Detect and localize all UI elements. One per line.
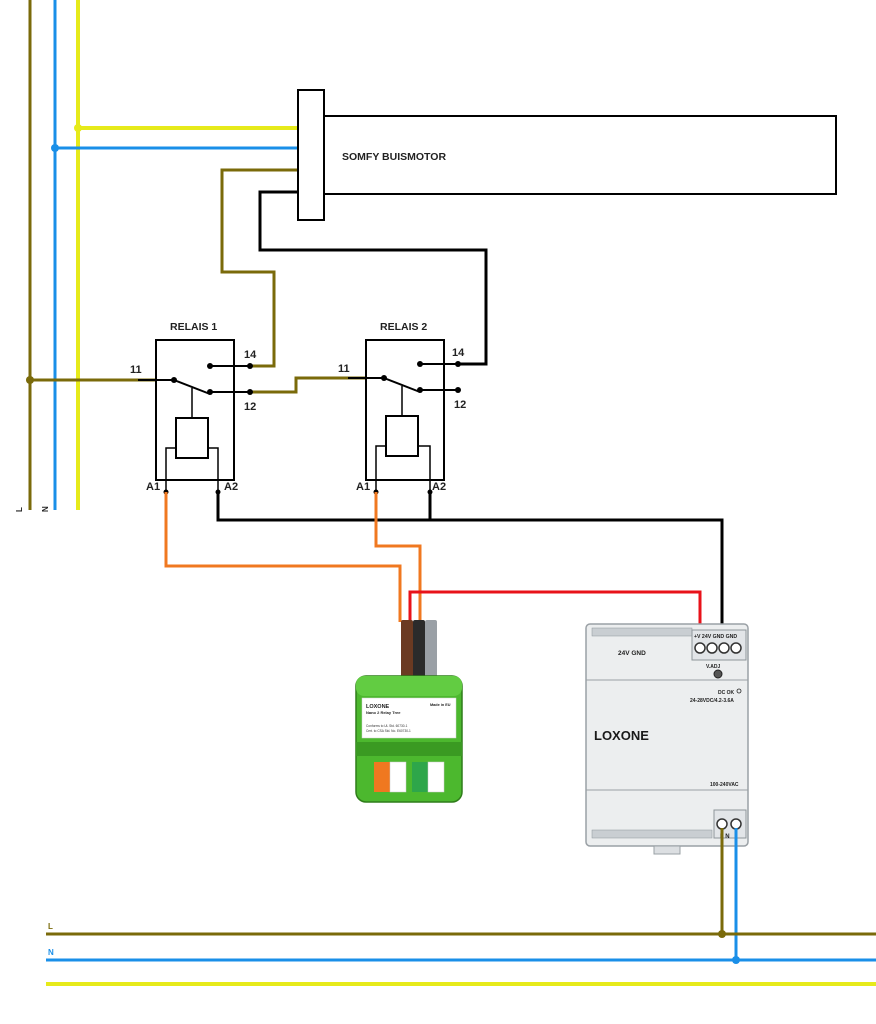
relais2-12-dot — [455, 387, 461, 393]
terminal-green — [412, 762, 428, 792]
relais1-12-dot — [247, 389, 253, 395]
psu-terminals-top-label: +V 24V GND GND — [694, 634, 737, 640]
pe-junction — [74, 124, 82, 132]
relais1-pin11-label: 11 — [130, 364, 142, 376]
terminal-white-2 — [427, 761, 445, 793]
psu-output-rating: 24-28VDC/4.2-3.6A — [690, 698, 734, 704]
psu-top-rail — [591, 627, 693, 637]
psu-dc-ok: DC OK — [718, 690, 735, 696]
relais2-pin11-label: 11 — [338, 363, 350, 375]
riser-n-label: N — [41, 506, 50, 512]
relais1-coil — [175, 417, 209, 459]
psu-dc-ok-led — [736, 688, 742, 694]
psu-din-clip — [653, 845, 681, 855]
module-label-plate — [361, 697, 457, 739]
terminal-screw-24v — [706, 642, 718, 654]
relais1-12-to-relais2-11 — [250, 376, 382, 394]
relais2-14-dot — [455, 361, 461, 367]
relais2-pinA1-label: A1 — [356, 481, 370, 493]
psu-24v-red — [408, 590, 702, 638]
psu-mains-feed — [718, 828, 740, 964]
relais1-pinA2-label: A2 — [224, 481, 238, 493]
mains-buses: L N — [46, 922, 876, 986]
module-made-in: Made in EU — [430, 703, 451, 707]
motor-label: SOMFY BUISMOTOR — [342, 151, 446, 163]
relais-1: RELAIS 1 11 14 12 A1 A2 — [130, 321, 257, 495]
relais1-pin14-label: 14 — [244, 349, 257, 361]
relais1-14-dot — [247, 363, 253, 369]
relais1-pin12-label: 12 — [244, 401, 256, 413]
a2-common-gnd — [216, 492, 724, 638]
relais2-switch-blade — [383, 377, 421, 393]
psu-gnd-label: 24V GND — [618, 650, 646, 657]
psu-input-rating: 100-240VAC — [710, 782, 739, 788]
cable-grey — [425, 620, 437, 690]
terminal-screw-l — [716, 818, 728, 830]
relay-tree-module: LOXONE Made in EU Nano 2 Relay Tree Conf… — [355, 620, 463, 803]
terminal-screw-n — [730, 818, 742, 830]
cable-brown — [401, 620, 413, 690]
psu-terminals-bottom-label: L N — [720, 834, 730, 840]
bus-n-label: N — [48, 948, 54, 957]
relais1-title: RELAIS 1 — [170, 321, 217, 333]
relais2-coil-leads — [375, 445, 431, 490]
module-cert-2: Cert. to CSA Std. No. E60730-1 — [366, 729, 411, 733]
relais2-body — [365, 339, 445, 481]
motor-head — [297, 89, 325, 221]
terminal-screw-gnd-1 — [718, 642, 730, 654]
motor-up-wire — [220, 168, 300, 368]
psu-vadj-label: V.ADJ — [706, 664, 720, 670]
relais2-pin12-label: 12 — [454, 399, 466, 411]
riser-l-label: L — [15, 507, 24, 512]
somfy-motor: SOMFY BUISMOTOR — [297, 89, 837, 221]
psu-vadj-knob — [713, 669, 723, 679]
bus-l-label: L — [48, 922, 53, 931]
relais2-coil — [385, 415, 419, 457]
relais1-switch-blade — [173, 379, 211, 395]
motor-down-wire — [258, 190, 488, 366]
terminal-screw-plus-v — [694, 642, 706, 654]
module-model: Nano 2 Relay Tree — [366, 710, 401, 715]
motor-wiring — [51, 124, 488, 368]
coil-wiring — [164, 492, 724, 638]
module-stripe — [356, 742, 462, 756]
supply-risers: L N — [15, 0, 80, 512]
l-junction — [26, 376, 34, 384]
terminal-white-1 — [389, 761, 407, 793]
power-supply: +V 24V GND GND V.ADJ 24V GND DC OK 24-28… — [585, 623, 749, 855]
module-cert-1: Conforms to UL Std. 60730-1 — [366, 724, 408, 728]
relais-2: RELAIS 2 11 14 12 A1 A2 — [338, 321, 466, 495]
n-junction — [51, 144, 59, 152]
terminal-screw-gnd-2 — [730, 642, 742, 654]
cable-black — [413, 620, 425, 690]
relais2-pin14-label: 14 — [452, 347, 465, 359]
psu-bottom-rail — [591, 829, 713, 839]
relais2-title: RELAIS 2 — [380, 321, 427, 333]
terminal-orange — [374, 762, 390, 792]
relais2-a1-orange — [374, 492, 422, 622]
module-brand: LOXONE — [366, 704, 390, 710]
relais1-coil-leads — [165, 447, 219, 490]
relais2-pinA2-label: A2 — [432, 481, 446, 493]
relais1-pinA1-label: A1 — [146, 481, 160, 493]
relais1-a1-orange — [164, 492, 402, 622]
module-top-face — [356, 676, 462, 696]
psu-brand: LOXONE — [594, 728, 649, 743]
